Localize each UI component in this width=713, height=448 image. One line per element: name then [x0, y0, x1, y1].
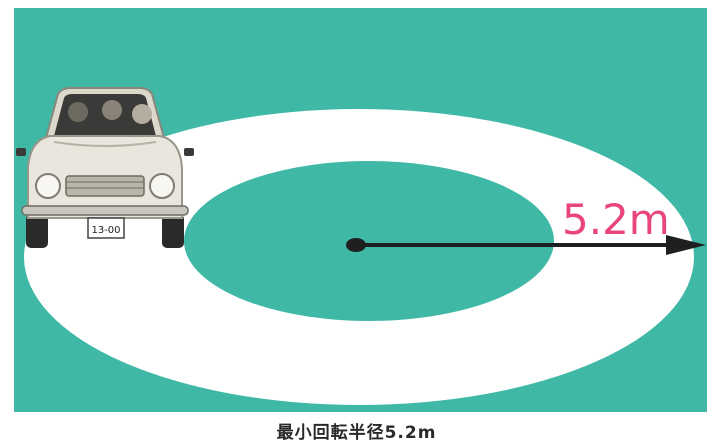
passenger-left	[68, 102, 88, 122]
grille	[65, 175, 145, 197]
bumper	[21, 205, 189, 216]
driver	[102, 100, 122, 120]
headlight-left	[35, 173, 61, 199]
turning-radius-illustration: 5.2m	[16, 87, 706, 405]
arrow-head	[666, 235, 706, 255]
illustration-panel: 5.2m	[14, 8, 707, 412]
caption: 最小回転半径5.2m	[276, 423, 437, 443]
radius-label: 5.2m	[562, 195, 670, 244]
license-plate	[87, 217, 125, 239]
car-wheel-right	[162, 214, 184, 248]
license-plate-number: 13-00	[91, 225, 120, 236]
car-wheel-left	[26, 214, 48, 248]
track-inner-island	[184, 161, 554, 321]
mirror-left	[16, 148, 26, 156]
passenger-right	[132, 104, 152, 124]
mirror-right	[184, 148, 194, 156]
center-pivot	[346, 238, 366, 252]
car: 13-00	[16, 87, 194, 248]
radius-arrow	[346, 235, 706, 255]
headlight-right	[149, 173, 175, 199]
